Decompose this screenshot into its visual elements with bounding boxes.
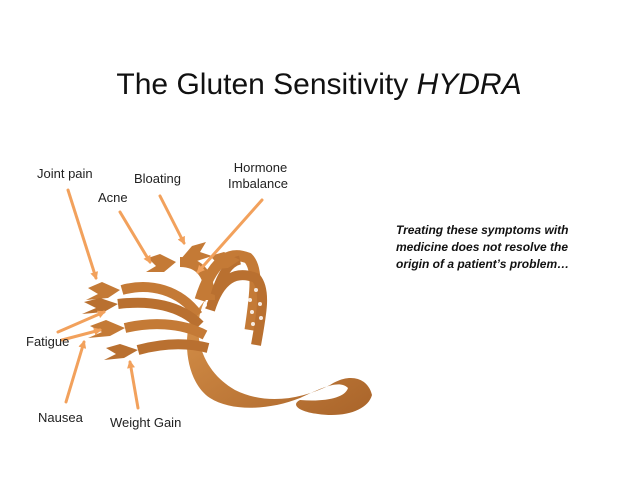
note-line-3: origin of a patient’s problem… bbox=[396, 257, 570, 271]
hydra-head-4 bbox=[88, 320, 125, 338]
hydra-neck-4 bbox=[117, 297, 204, 329]
hydra-head-6 bbox=[180, 242, 212, 262]
hydra-neck-3 bbox=[120, 282, 203, 319]
label-hormone-imbalance: Hormone Imbalance bbox=[228, 160, 288, 192]
hydra-head-2 bbox=[86, 282, 120, 300]
hydra-head-3 bbox=[82, 298, 118, 314]
arrow-hormone bbox=[196, 198, 264, 274]
arrow-nausea bbox=[64, 340, 87, 404]
hydra-silhouette-icon bbox=[82, 242, 372, 416]
note-line-2: medicine does not resolve the bbox=[396, 240, 569, 254]
arrow-fatigue bbox=[56, 310, 106, 334]
label-acne: Acne bbox=[98, 190, 128, 205]
hydra-neck-1 bbox=[194, 250, 261, 331]
label-hormone-line1: Hormone bbox=[233, 160, 288, 175]
title-emphasis: HYDRA bbox=[416, 68, 522, 101]
treatment-note: Treating these symptoms with medicine do… bbox=[396, 222, 606, 273]
label-nausea: Nausea bbox=[38, 410, 83, 425]
label-joint-pain: Joint pain bbox=[37, 166, 93, 181]
hydra-head-7 bbox=[206, 252, 240, 270]
label-weight-gain: Weight Gain bbox=[110, 415, 182, 430]
hydra-head-5 bbox=[104, 344, 138, 360]
hydra-head-1 bbox=[146, 254, 176, 272]
arrow-acne bbox=[118, 210, 152, 264]
label-fatigue: Fatigue bbox=[26, 334, 70, 349]
symptom-arrows bbox=[56, 188, 264, 410]
note-line-1: Treating these symptoms with bbox=[396, 223, 569, 237]
hydra-body bbox=[186, 300, 372, 416]
label-hormone-line2: Imbalance bbox=[228, 176, 288, 191]
arrow-weight-gain bbox=[127, 360, 140, 410]
slide-title: The Gluten Sensitivity HYDRA bbox=[0, 68, 638, 102]
hydra-neck-6 bbox=[136, 339, 210, 355]
label-bloating: Bloating bbox=[134, 171, 181, 186]
arrow-joint-pain bbox=[66, 188, 98, 280]
title-main: The Gluten Sensitivity bbox=[116, 68, 409, 101]
hydra-scales bbox=[203, 288, 271, 395]
arrow-fatigue-2 bbox=[60, 327, 102, 342]
hydra-neck-7 bbox=[179, 257, 215, 301]
arrow-bloating bbox=[158, 194, 186, 245]
hydra-neck-5 bbox=[123, 319, 208, 340]
